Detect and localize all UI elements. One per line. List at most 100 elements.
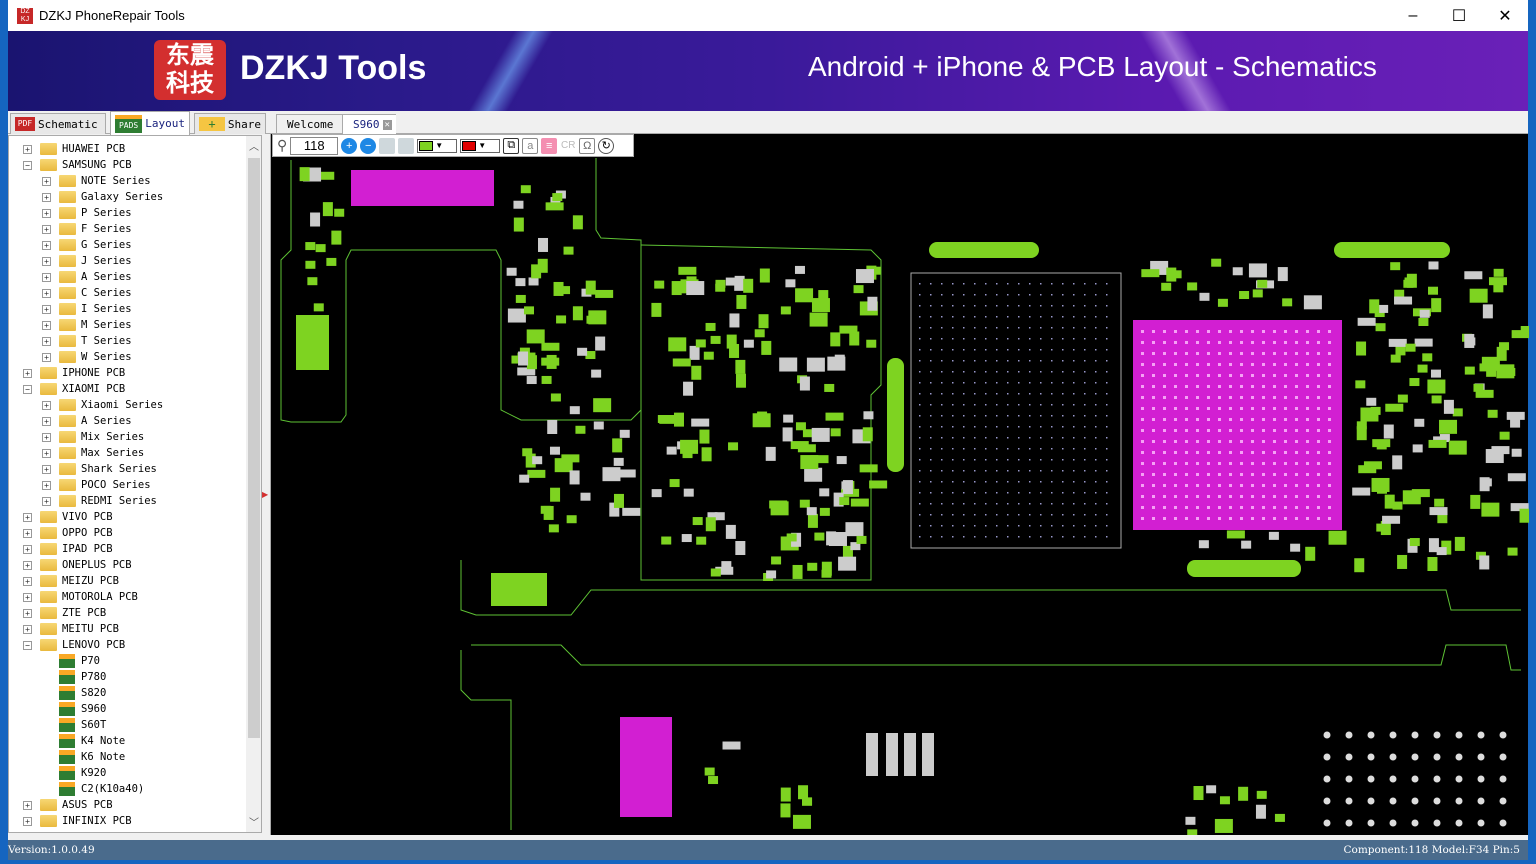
- tree-item[interactable]: +IPHONE PCB: [23, 365, 125, 381]
- scrollbar-thumb[interactable]: [248, 158, 260, 738]
- expand-icon[interactable]: +: [42, 240, 51, 250]
- expand-icon[interactable]: +: [42, 208, 51, 218]
- expand-icon[interactable]: +: [42, 432, 51, 442]
- tree-item[interactable]: K4 Note: [59, 733, 125, 749]
- tree-item[interactable]: +NOTE Series: [42, 173, 151, 189]
- expand-icon[interactable]: +: [42, 320, 51, 330]
- tree-item[interactable]: +F Series: [42, 221, 132, 237]
- collapse-icon[interactable]: −: [23, 160, 32, 170]
- zoom-input[interactable]: [290, 136, 339, 155]
- expand-icon[interactable]: +: [23, 144, 32, 154]
- tree-item[interactable]: +MEITU PCB: [23, 621, 119, 637]
- list-icon[interactable]: ≡: [541, 137, 558, 154]
- tree-item[interactable]: +A Series: [42, 269, 132, 285]
- tree-item[interactable]: +G Series: [42, 237, 132, 253]
- tree-item[interactable]: −XIAOMI PCB: [23, 381, 125, 397]
- tree-item[interactable]: +ONEPLUS PCB: [23, 557, 132, 573]
- tree-item[interactable]: +Galaxy Series: [42, 189, 163, 205]
- search-icon[interactable]: ⚲: [277, 137, 288, 153]
- pad-color-select[interactable]: ▼: [417, 138, 458, 153]
- tree-item[interactable]: +T Series: [42, 333, 132, 349]
- expand-icon[interactable]: +: [42, 272, 51, 282]
- expand-icon[interactable]: +: [42, 496, 51, 506]
- tree-item[interactable]: +INFINIX PCB: [23, 813, 132, 829]
- tree-item[interactable]: +Mix Series: [42, 429, 144, 445]
- tree-item[interactable]: +POCO Series: [42, 477, 151, 493]
- tree-item[interactable]: C2(K10a40): [59, 781, 144, 797]
- tree-item[interactable]: −LENOVO PCB: [23, 637, 125, 653]
- expand-icon[interactable]: +: [42, 480, 51, 490]
- collapse-icon[interactable]: −: [23, 384, 32, 394]
- expand-icon[interactable]: +: [42, 352, 51, 362]
- expand-icon[interactable]: +: [42, 416, 51, 426]
- tree-item[interactable]: S960: [59, 701, 106, 717]
- expand-icon[interactable]: +: [23, 512, 32, 522]
- expand-icon[interactable]: +: [23, 592, 32, 602]
- reset-icon[interactable]: ↻: [598, 137, 615, 154]
- expand-icon[interactable]: +: [42, 400, 51, 410]
- expand-icon[interactable]: +: [42, 304, 51, 314]
- tree-item[interactable]: +I Series: [42, 301, 132, 317]
- expand-icon[interactable]: +: [23, 560, 32, 570]
- tree-item[interactable]: +Xiaomi Series: [42, 397, 163, 413]
- close-button[interactable]: ✕: [1498, 7, 1512, 25]
- tree-item[interactable]: +P Series: [42, 205, 132, 221]
- tree-item[interactable]: K920: [59, 765, 106, 781]
- tree-item[interactable]: +VIVO PCB: [23, 509, 113, 525]
- tree-item[interactable]: +M Series: [42, 317, 132, 333]
- layers-icon[interactable]: ⧉: [503, 137, 520, 154]
- expand-icon[interactable]: +: [23, 624, 32, 634]
- splitter-arrow-icon[interactable]: ▶: [262, 490, 269, 499]
- tree-item[interactable]: +OPPO PCB: [23, 525, 113, 541]
- tree-item[interactable]: +C Series: [42, 285, 132, 301]
- doc-tab-welcome[interactable]: Welcome: [276, 114, 344, 134]
- tree-item[interactable]: +ZTE PCB: [23, 605, 106, 621]
- tab-share[interactable]: +Share: [194, 113, 266, 134]
- tree-item[interactable]: +Max Series: [42, 445, 144, 461]
- expand-icon[interactable]: +: [42, 256, 51, 266]
- tree-scrollbar[interactable]: ︿ ﹀: [246, 136, 261, 832]
- highlight-color-select[interactable]: ▼: [460, 138, 501, 153]
- close-tab-icon[interactable]: ✕: [382, 119, 392, 130]
- collapse-icon[interactable]: −: [23, 640, 32, 650]
- expand-icon[interactable]: +: [23, 816, 32, 826]
- expand-icon[interactable]: +: [23, 576, 32, 586]
- tree-item[interactable]: P780: [59, 669, 106, 685]
- tree-item[interactable]: +HUAWEI PCB: [23, 141, 125, 157]
- expand-icon[interactable]: +: [42, 224, 51, 234]
- scroll-down-icon[interactable]: ﹀: [249, 818, 259, 829]
- maximize-button[interactable]: ☐: [1451, 7, 1467, 25]
- expand-icon[interactable]: +: [42, 288, 51, 298]
- tree-item[interactable]: P70: [59, 653, 100, 669]
- expand-icon[interactable]: +: [23, 608, 32, 618]
- expand-icon[interactable]: +: [42, 176, 51, 186]
- tree-item[interactable]: +Shark Series: [42, 461, 157, 477]
- flip-horizontal-icon[interactable]: [379, 137, 396, 154]
- scroll-up-icon[interactable]: ︿: [249, 142, 259, 153]
- tree-item[interactable]: +ASUS PCB: [23, 797, 113, 813]
- doc-tab-s960[interactable]: S960✕: [342, 114, 396, 134]
- omega-icon[interactable]: Ω: [579, 137, 596, 154]
- expand-icon[interactable]: +: [23, 528, 32, 538]
- minimize-button[interactable]: –: [1408, 6, 1418, 24]
- tree-item[interactable]: +A Series: [42, 413, 132, 429]
- tree-item[interactable]: +W Series: [42, 349, 132, 365]
- expand-icon[interactable]: +: [42, 336, 51, 346]
- tree-item[interactable]: S60T: [59, 717, 106, 733]
- zoom-in-icon[interactable]: +: [341, 137, 358, 154]
- expand-icon[interactable]: +: [42, 192, 51, 202]
- expand-icon[interactable]: +: [42, 464, 51, 474]
- flip-vertical-icon[interactable]: [398, 137, 415, 154]
- tree-item[interactable]: +MOTOROLA PCB: [23, 589, 138, 605]
- tree-item[interactable]: +IPAD PCB: [23, 541, 113, 557]
- pcb-layout-canvas[interactable]: [270, 134, 1531, 838]
- expand-icon[interactable]: +: [42, 448, 51, 458]
- tree-item[interactable]: K6 Note: [59, 749, 125, 765]
- expand-icon[interactable]: +: [23, 800, 32, 810]
- expand-icon[interactable]: +: [23, 544, 32, 554]
- cr-button[interactable]: CR: [561, 140, 576, 151]
- tree-item[interactable]: −SAMSUNG PCB: [23, 157, 132, 173]
- tree-item[interactable]: S820: [59, 685, 106, 701]
